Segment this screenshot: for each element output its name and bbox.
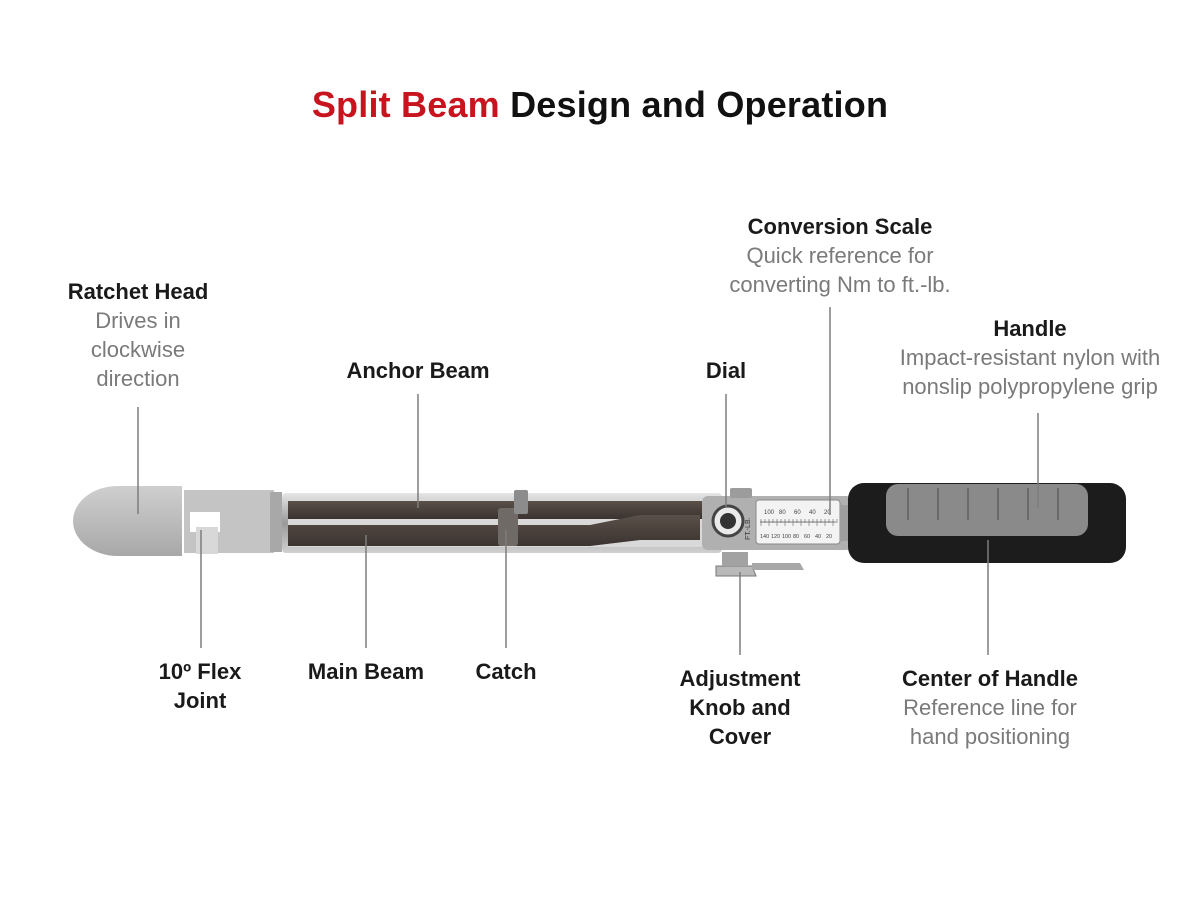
callout-ratchet-head: Ratchet Head Drives in clockwise directi… [38,277,238,393]
callout-center-handle: Center of Handle Reference line for hand… [860,664,1120,751]
grip-ribs [907,488,1059,520]
dial-label: FT.-LB. [745,517,752,540]
scale-number-top: 100 [764,510,775,516]
flex-joint-title-1: 10º Flex [158,659,242,684]
callout-anchor-beam: Anchor Beam [318,356,518,385]
anchor-beam-title: Anchor Beam [346,358,490,383]
adjust-knob-title-1: Adjustment [679,666,801,691]
ratchet-head-desc-1: Drives in [95,308,181,333]
catch [498,508,518,546]
scale-number-bottom: 60 [804,534,810,540]
dial-title: Dial [705,358,747,383]
center-handle-title: Center of Handle [901,666,1079,691]
conversion-scale-desc-1: Quick reference for [746,243,934,268]
conversion-scale-desc-2: converting Nm to ft.-lb. [729,272,951,297]
center-handle-desc-1: Reference line for [903,695,1077,720]
adjustment-knob [715,565,757,577]
scale-number-top: 60 [794,510,801,516]
ratchet-head-desc-3: direction [96,366,180,391]
ratchet-head-desc-2: clockwise [90,337,186,362]
adjust-knob-title-3: Cover [708,724,772,749]
center-handle-desc-2: hand positioning [909,724,1071,749]
main-beam-title: Main Beam [307,659,425,684]
scale-number-bottom: 100 [782,534,791,540]
handle-desc-1: Impact-resistant nylon with [899,345,1161,370]
title-accent: Split Beam [311,84,500,125]
conversion-scale-title: Conversion Scale [747,214,933,239]
handle-title: Handle [993,316,1067,341]
catch-title: Catch [475,659,537,684]
callout-handle: Handle Impact-resistant nylon with nonsl… [870,314,1190,401]
callout-dial: Dial [676,356,776,385]
scale-number-bottom: 140 [760,534,769,540]
flex-joint-title-2: Joint [173,688,227,713]
title-rest: Design and Operation [510,84,889,125]
callout-adjust-knob: Adjustment Knob and Cover [660,664,820,751]
callout-flex-joint: 10º Flex Joint [130,657,270,715]
scale-number-bottom: 20 [826,534,832,540]
handle-desc-2: nonslip polypropylene grip [902,374,1158,399]
scale-number-bottom: 120 [771,534,780,540]
callout-conversion-scale: Conversion Scale Quick reference for con… [690,212,990,299]
main-beam [288,515,700,546]
scale-number-top: 20 [824,510,831,516]
scale-number-top: 40 [809,510,816,516]
page-title: Split Beam Design and Operation [0,84,1200,126]
callout-catch: Catch [446,657,566,686]
ratchet-head [73,486,182,556]
anchor-beam [288,501,708,519]
scale-number-bottom: 40 [815,534,821,540]
scale-number-top: 80 [779,510,786,516]
scale-number-bottom: 80 [793,534,799,540]
adjust-knob-title-2: Knob and [689,695,791,720]
ratchet-head-title: Ratchet Head [67,279,209,304]
callout-main-beam: Main Beam [276,657,456,686]
